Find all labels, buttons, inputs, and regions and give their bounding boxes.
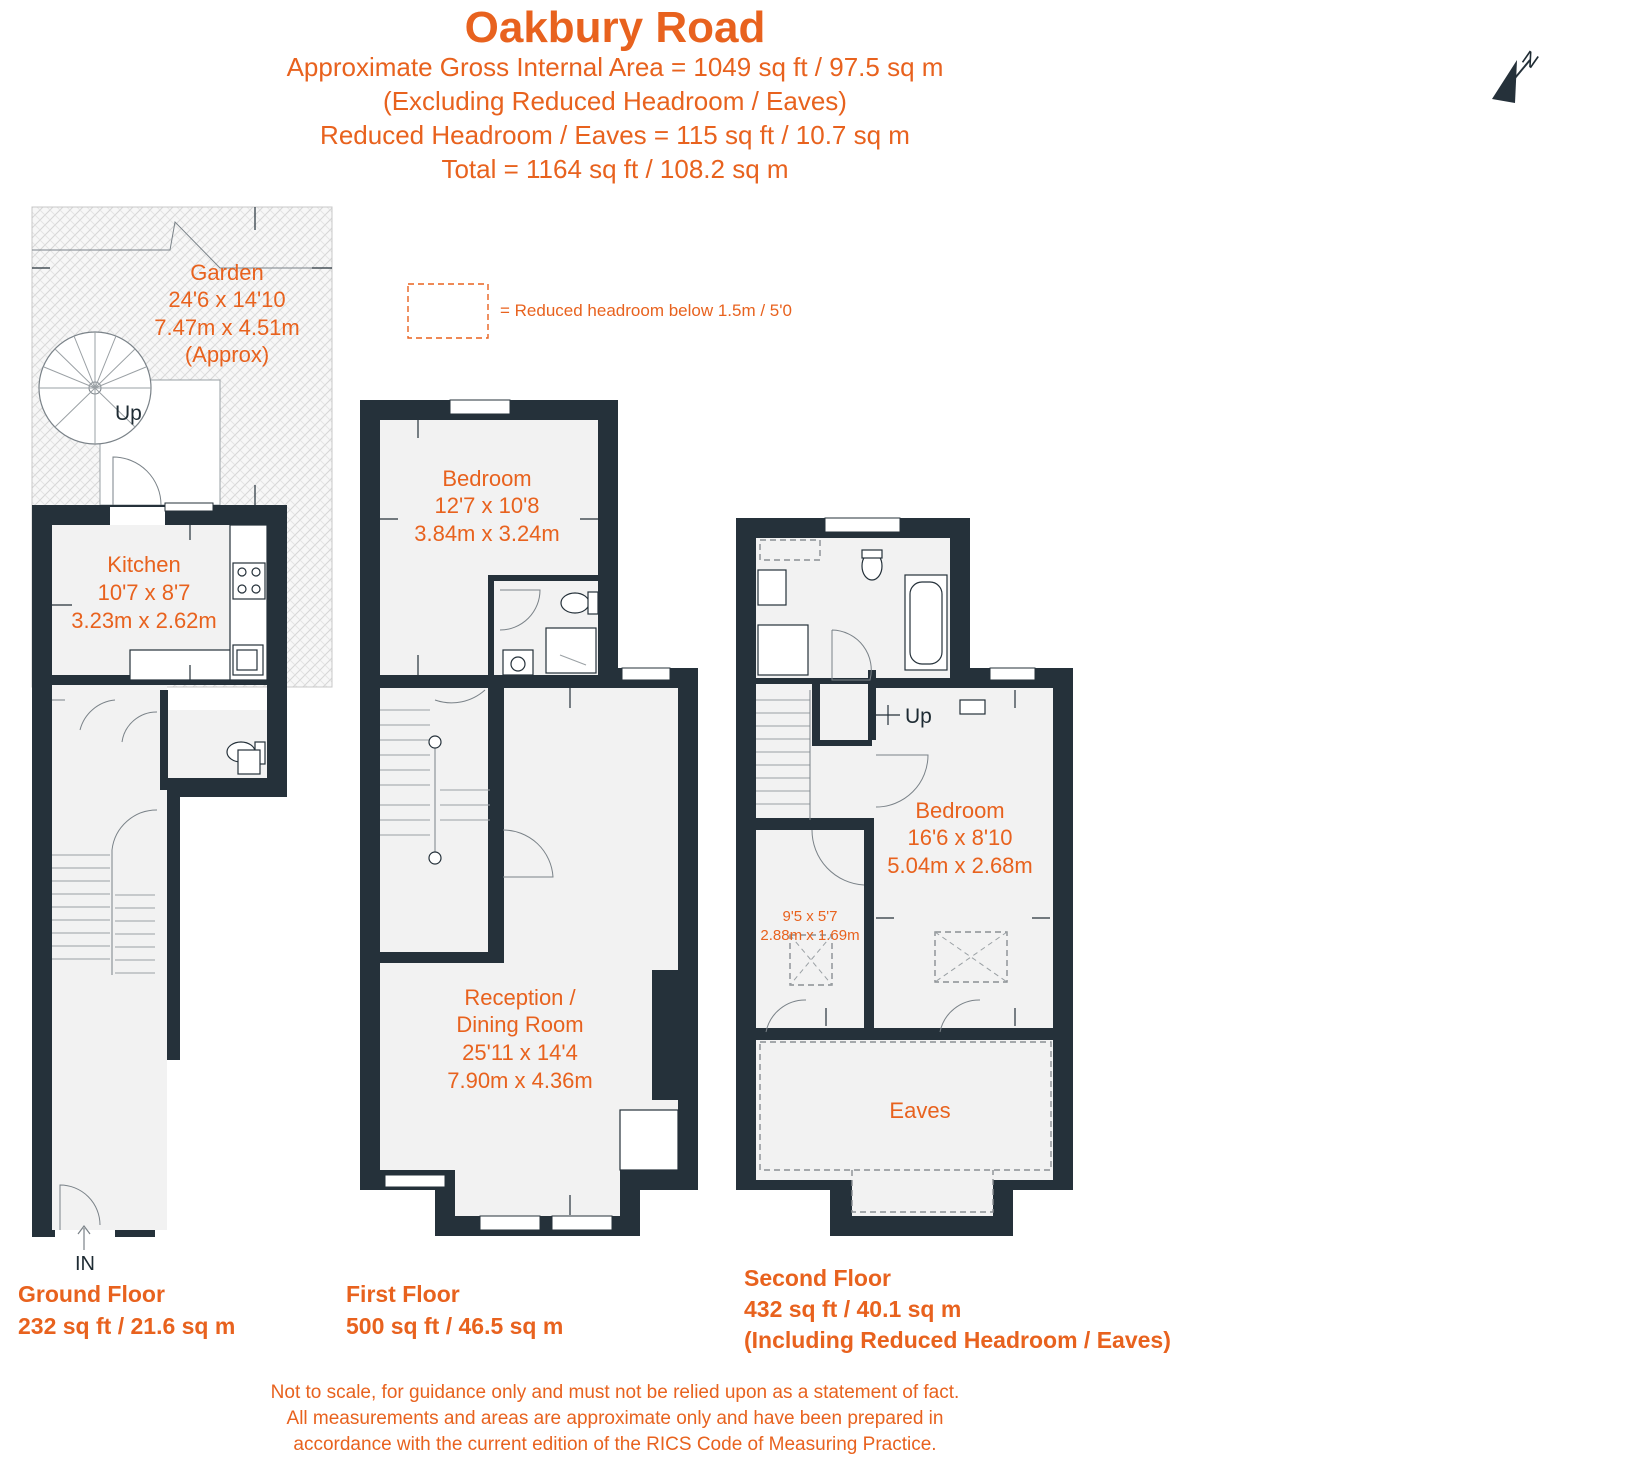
bedroom1-name: Bedroom bbox=[442, 466, 531, 491]
disclaimer-line-1: Not to scale, for guidance only and must… bbox=[271, 1382, 960, 1403]
bedroom2-name: Bedroom bbox=[915, 798, 1004, 823]
basin-icon bbox=[237, 749, 261, 775]
reduced-headroom-bedroom bbox=[934, 931, 1008, 983]
second-floor-name: Second Floor bbox=[744, 1265, 891, 1291]
reception-metric: 7.90m x 4.36m bbox=[447, 1068, 593, 1093]
bedroom2-metric: 5.04m x 2.68m bbox=[887, 853, 1033, 878]
garden-up-label: Up bbox=[115, 402, 142, 425]
garden-metric: 7.47m x 4.51m bbox=[154, 315, 300, 340]
shower-icon bbox=[757, 624, 809, 676]
excluding-line: (Excluding Reduced Headroom / Eaves) bbox=[383, 86, 847, 116]
first-floor-name: First Floor bbox=[346, 1281, 460, 1307]
total-area-line: Total = 1164 sq ft / 108.2 sq m bbox=[441, 154, 788, 184]
plan-title: Oakbury Road bbox=[465, 3, 766, 52]
basin-icon bbox=[502, 649, 534, 676]
garden-approx: (Approx) bbox=[185, 342, 269, 367]
up-arrow-icon bbox=[875, 705, 900, 725]
kitchen-imperial: 10'7 x 8'7 bbox=[98, 580, 191, 605]
garden-name: Garden bbox=[190, 260, 263, 285]
ground-floor-plan: IN Up Garden 24'6 x 14'10 7.47m x 4.51m … bbox=[31, 206, 333, 1275]
gross-area-line: Approximate Gross Internal Area = 1049 s… bbox=[287, 52, 944, 82]
ground-stairs bbox=[52, 809, 158, 975]
kitchen-sink-icon bbox=[232, 644, 264, 676]
second-floor-plan: Up Bedroom 16'6 x 8'10 5.04m x 2.68m 9'5… bbox=[736, 517, 1073, 1236]
second-floor-note: (Including Reduced Headroom / Eaves) bbox=[744, 1327, 1171, 1353]
reduced-headroom-eaves bbox=[759, 1041, 1052, 1171]
bedroom1-metric: 3.84m x 3.24m bbox=[414, 521, 560, 546]
kitchen-name: Kitchen bbox=[107, 552, 180, 577]
bedroom1-imperial: 12'7 x 10'8 bbox=[434, 493, 539, 518]
disclaimer-line-3: accordance with the current edition of t… bbox=[293, 1434, 936, 1455]
second-up-label: Up bbox=[905, 705, 932, 728]
basin-icon bbox=[757, 569, 787, 606]
first-floor-plan: Bedroom 12'7 x 10'8 3.84m x 3.24m Recept… bbox=[360, 399, 698, 1236]
first-stairs bbox=[380, 689, 490, 865]
legend-swatch bbox=[407, 283, 489, 339]
reduced-headroom-line: Reduced Headroom / Eaves = 115 sq ft / 1… bbox=[320, 120, 910, 150]
ground-floor-area: 232 sq ft / 21.6 sq m bbox=[18, 1313, 235, 1339]
legend: = Reduced headroom below 1.5m / 5'0 bbox=[407, 283, 792, 339]
entrance-label: IN bbox=[75, 1253, 95, 1275]
reception-name-1: Reception / bbox=[464, 985, 576, 1010]
entrance-arrow-icon bbox=[77, 1225, 91, 1250]
reception-imperial: 25'11 x 14'4 bbox=[462, 1040, 578, 1065]
bath-icon bbox=[904, 574, 948, 671]
reduced-headroom-small bbox=[789, 934, 833, 986]
eaves-label: Eaves bbox=[889, 1098, 950, 1123]
kitchen-metric: 3.23m x 2.62m bbox=[71, 608, 217, 633]
toilet-icon bbox=[560, 591, 599, 615]
second-stairs bbox=[756, 690, 811, 820]
small-room-imperial: 9'5 x 5'7 bbox=[783, 908, 838, 925]
north-arrow-icon: N bbox=[1492, 47, 1542, 103]
garden-imperial: 24'6 x 14'10 bbox=[168, 287, 285, 312]
first-floor-area: 500 sq ft / 46.5 sq m bbox=[346, 1313, 563, 1339]
shower-icon bbox=[545, 627, 597, 674]
toilet-icon bbox=[861, 549, 883, 581]
hob-icon bbox=[232, 562, 266, 600]
ground-floor-name: Ground Floor bbox=[18, 1281, 165, 1307]
small-room-metric: 2.88m x 1.69m bbox=[760, 927, 859, 944]
bedroom2-imperial: 16'6 x 8'10 bbox=[907, 825, 1012, 850]
legend-label: = Reduced headroom below 1.5m / 5'0 bbox=[500, 301, 792, 320]
spiral-staircase-icon bbox=[38, 331, 152, 445]
reception-name-2: Dining Room bbox=[456, 1012, 583, 1037]
disclaimer-line-2: All measurements and areas are approxima… bbox=[287, 1408, 944, 1429]
second-floor-area: 432 sq ft / 40.1 sq m bbox=[744, 1296, 961, 1322]
